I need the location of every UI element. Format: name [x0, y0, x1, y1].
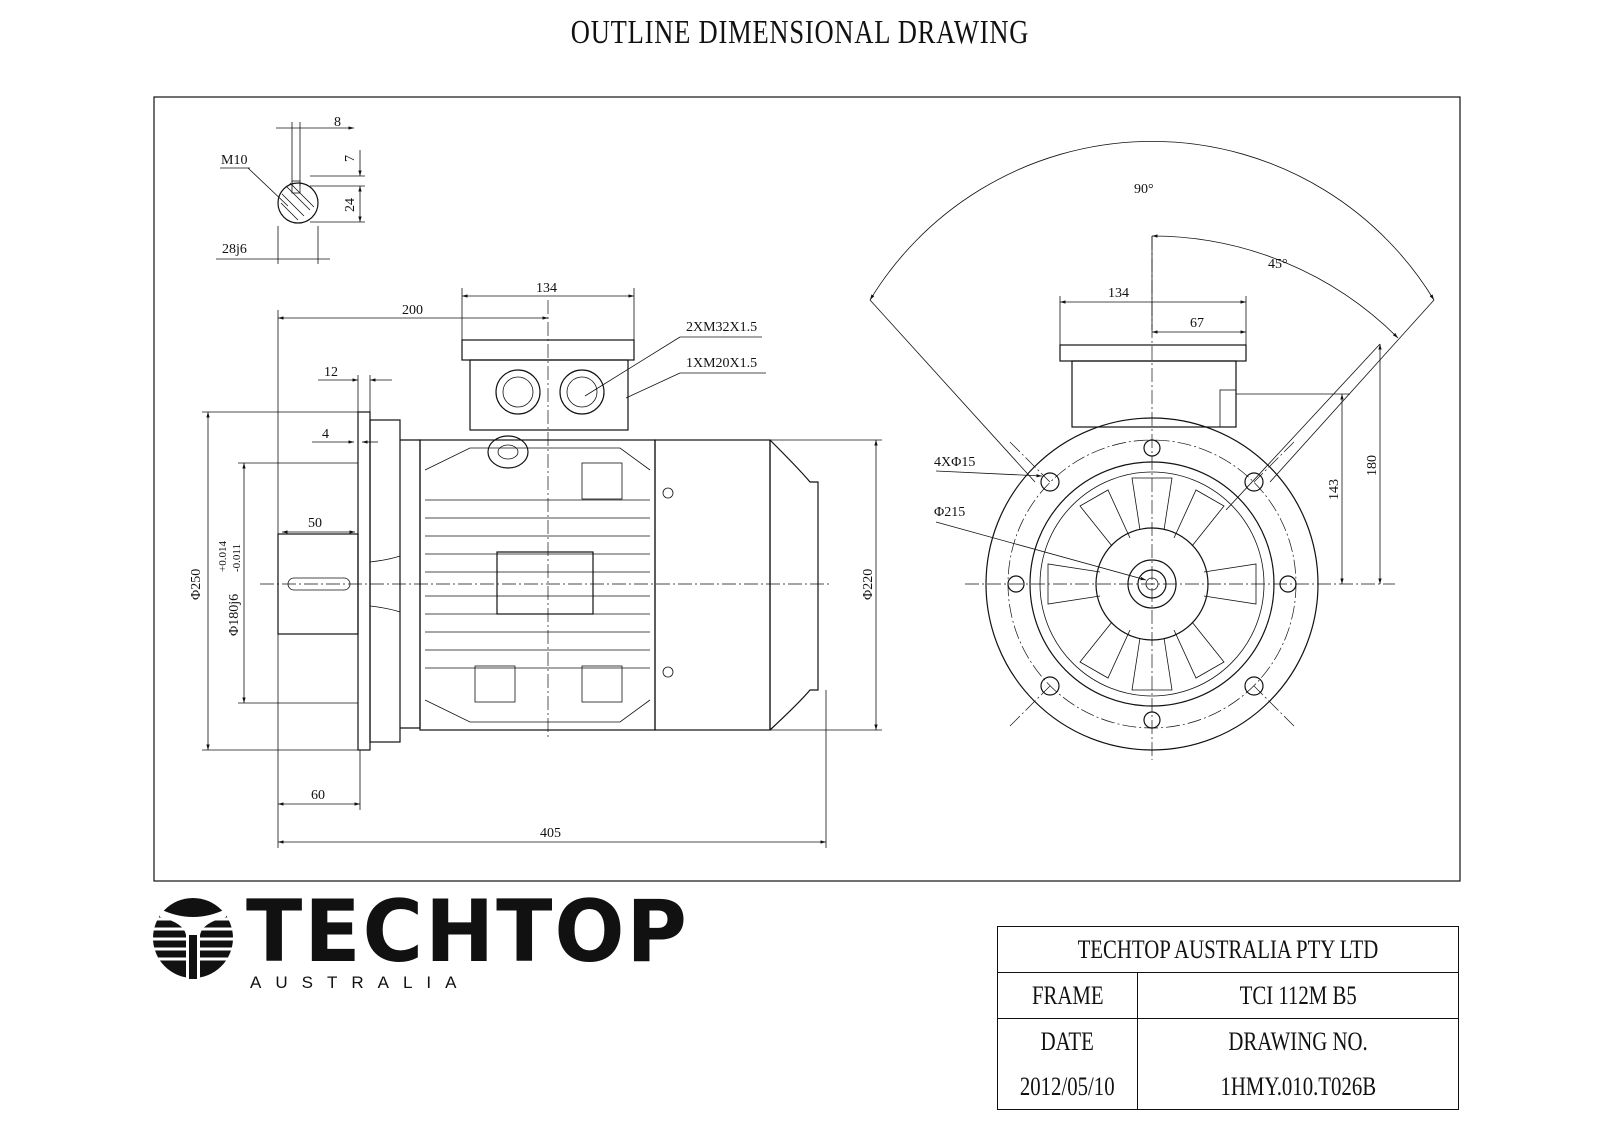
end-view: 90° 45° [869, 141, 1435, 760]
shaft-section-detail: 8 7 24 M10 28j6 [216, 115, 365, 264]
flange-thickness-label: 12 [324, 365, 338, 380]
key-length-label: 50 [308, 516, 322, 531]
gland-small-label: 1XM20X1.5 [686, 356, 757, 371]
title-block: TECHTOP AUSTRALIA PTY LTD FRAME TCI 112M… [997, 926, 1459, 1110]
box-offset-label: 200 [402, 303, 423, 318]
gland-large-label: 2XM32X1.5 [686, 320, 757, 335]
height-box-label: 143 [1327, 479, 1342, 500]
spigot-depth-label: 4 [322, 427, 329, 442]
title-block-company: TECHTOP AUSTRALIA PTY LTD [998, 927, 1458, 973]
key-depth-label: 7 [343, 155, 358, 162]
shaft-diameter-label: 28j6 [222, 242, 247, 257]
pcd-label: Φ215 [934, 505, 965, 520]
page-title: OUTLINE DIMENSIONAL DRAWING [570, 14, 1030, 51]
end-box-half-width-label: 67 [1190, 316, 1204, 331]
techtop-logo-icon [150, 898, 236, 979]
spigot-tolerance-upper: +0.014 [217, 541, 229, 572]
height-total-label: 180 [1365, 455, 1380, 476]
key-width-label: 8 [334, 115, 341, 130]
logo-wordmark: TECHTOP [246, 882, 689, 982]
end-box-width-label: 134 [1108, 286, 1129, 301]
logo-subtitle: AUSTRALIA [250, 973, 471, 992]
drawing-border [153, 96, 1461, 882]
title-block-frame-value: TCI 112M B5 [1138, 973, 1458, 1019]
title-block-date-value: 2012/05/10 [998, 1065, 1138, 1109]
techtop-logo: TECHTOP AUSTRALIA [150, 889, 687, 1015]
thread-label: M10 [221, 153, 247, 168]
title-block-drawing-label: DRAWING NO. [1228, 1027, 1368, 1056]
angle-45-label: 45° [1268, 257, 1288, 272]
shaft-height-label: 24 [343, 198, 358, 212]
spigot-tolerance-lower: -0.011 [231, 544, 243, 572]
terminal-box-width-label: 134 [536, 281, 557, 296]
holes-label: 4XΦ15 [934, 455, 975, 470]
title-block-frame-label: FRAME [998, 973, 1138, 1019]
angle-90-label: 90° [1134, 182, 1154, 197]
flange-diameter-label: Φ250 [189, 569, 204, 600]
overall-length-label: 405 [540, 826, 561, 841]
body-diameter-label: Φ220 [861, 569, 876, 600]
spigot-diameter-label: Φ180j6 [227, 594, 242, 636]
title-block-date-label: DATE [998, 1019, 1138, 1065]
side-view: 134 200 2XM32X1.5 1XM20X1.5 12 4 50 Φ250… [189, 281, 882, 848]
title-block-drawing-value: 1HMY.010.T026B [1220, 1072, 1376, 1101]
shaft-length-label: 60 [311, 788, 325, 803]
